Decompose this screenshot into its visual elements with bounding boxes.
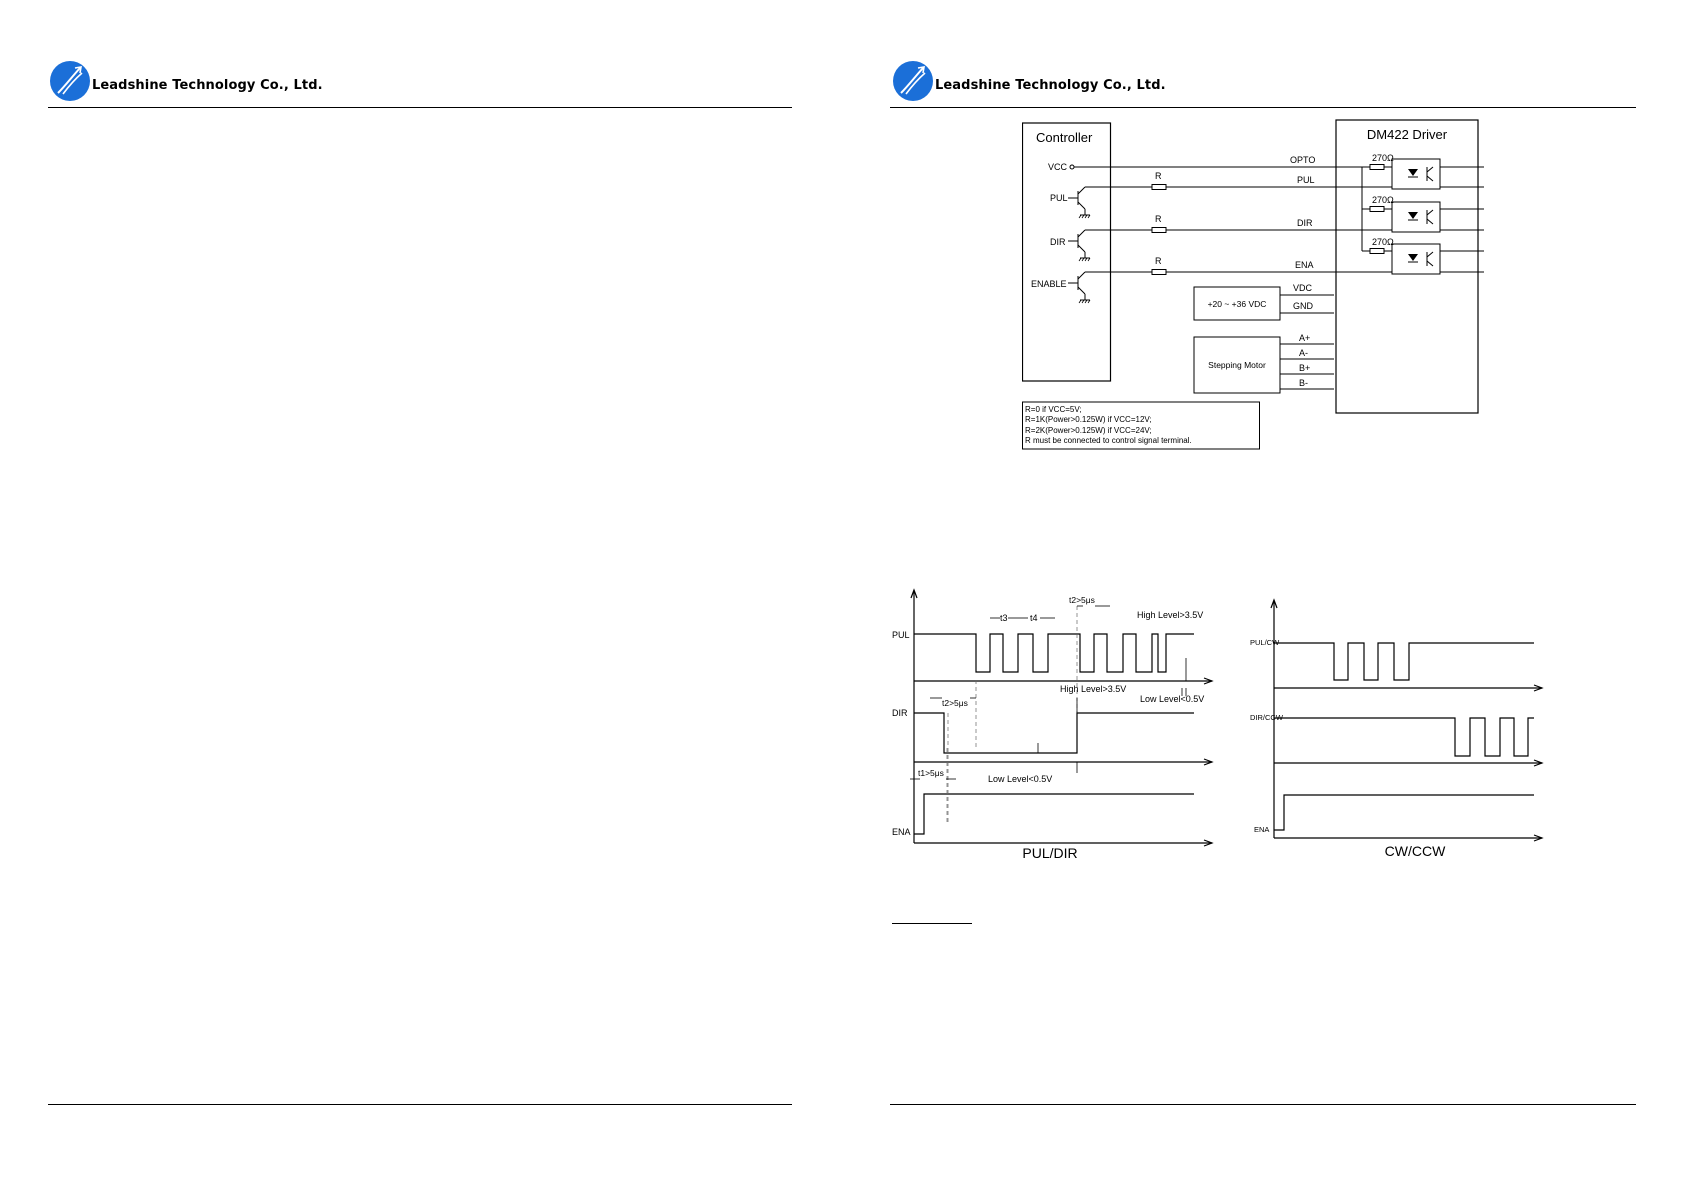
company-name: Leadshine Technology Co., Ltd. bbox=[935, 78, 1166, 93]
puldir-caption: PUL/DIR bbox=[1022, 845, 1077, 861]
b-plus-label: B+ bbox=[1299, 363, 1310, 373]
low-level-label-1: Low Level<0.5V bbox=[1140, 694, 1204, 704]
header-rule bbox=[890, 107, 1636, 108]
gnd-label: GND bbox=[1293, 301, 1314, 311]
t3-label: t3 bbox=[1000, 613, 1008, 623]
cwccw-caption: CW/CCW bbox=[1385, 843, 1446, 859]
dir-in-label: DIR bbox=[1297, 218, 1313, 228]
t1-label: t1>5μs bbox=[918, 768, 944, 778]
note-line-1: R=0 if VCC=5V; bbox=[1025, 405, 1082, 414]
t2-label-top: t2>5μs bbox=[1069, 595, 1095, 605]
power-supply-box bbox=[1193, 286, 1281, 321]
resistor-270-3: 270Ω bbox=[1372, 237, 1394, 247]
right-page: Leadshine Technology Co., Ltd. Controlle… bbox=[842, 0, 1685, 1191]
pul-label: PUL bbox=[1050, 193, 1068, 203]
motor-label: Stepping Motor bbox=[1208, 360, 1266, 370]
resistor-ena-label: R bbox=[1155, 256, 1162, 266]
resistor-270-2: 270Ω bbox=[1372, 195, 1394, 205]
dir-label: DIR bbox=[1050, 237, 1066, 247]
resistor-dir-label: R bbox=[1155, 214, 1162, 224]
t2-label-dir: t2>5μs bbox=[942, 698, 968, 708]
puldir-ena-label: ENA bbox=[892, 827, 911, 837]
opto-label: OPTO bbox=[1290, 155, 1315, 165]
driver-title: DM422 Driver bbox=[1367, 127, 1448, 142]
resistor-270-1: 270Ω bbox=[1372, 153, 1394, 163]
section-underline bbox=[892, 923, 972, 924]
resistor-pul-label: R bbox=[1155, 171, 1162, 181]
timing-diagram-cwccw: PUL/CW DIR/CCW ENA CW/CCW bbox=[1250, 598, 1544, 859]
leadshine-logo-icon bbox=[893, 61, 933, 101]
notes-box bbox=[1022, 401, 1260, 450]
note-line-2: R=1K(Power>0.125W) if VCC=12V; bbox=[1025, 415, 1152, 424]
enable-label: ENABLE bbox=[1031, 279, 1067, 289]
power-supply-label: +20 ~ +36 VDC bbox=[1208, 299, 1267, 309]
footer-rule bbox=[48, 1104, 792, 1105]
puldir-pul-label: PUL bbox=[892, 630, 910, 640]
cwccw-ena-label: ENA bbox=[1254, 825, 1269, 834]
driver-diagram: DM422 Driver bbox=[1334, 119, 1484, 414]
a-plus-label: A+ bbox=[1299, 333, 1310, 343]
leadshine-logo-icon bbox=[50, 61, 90, 101]
driver-box bbox=[1335, 119, 1479, 414]
pul-in-label: PUL bbox=[1297, 175, 1315, 185]
vcc-label: VCC bbox=[1048, 162, 1068, 172]
timing-diagram-puldir: PUL DIR ENA t3 t4 t2>5μs t2>5μs t1>5μs H… bbox=[892, 588, 1214, 861]
high-level-label-2: High Level>3.5V bbox=[1060, 684, 1126, 694]
company-name: Leadshine Technology Co., Ltd. bbox=[92, 78, 323, 93]
footer-rule bbox=[890, 1104, 1636, 1105]
stepping-motor-box bbox=[1193, 336, 1281, 394]
t4-label: t4 bbox=[1030, 613, 1038, 623]
puldir-dir-label: DIR bbox=[892, 708, 908, 718]
cwccw-pul-label: PUL/CW bbox=[1250, 638, 1280, 647]
vdc-label: VDC bbox=[1293, 283, 1313, 293]
low-level-label-2: Low Level<0.5V bbox=[988, 774, 1052, 784]
ena-in-label: ENA bbox=[1295, 260, 1314, 270]
cwccw-dir-label: DIR/CCW bbox=[1250, 713, 1284, 722]
header-rule bbox=[48, 107, 792, 108]
a-minus-label: A- bbox=[1299, 348, 1308, 358]
controller-title: Controller bbox=[1036, 130, 1093, 145]
note-line-3: R=2K(Power>0.125W) if VCC=24V; bbox=[1025, 426, 1152, 435]
b-minus-label: B- bbox=[1299, 378, 1308, 388]
left-page: Leadshine Technology Co., Ltd. bbox=[0, 0, 842, 1191]
high-level-label-1: High Level>3.5V bbox=[1137, 610, 1203, 620]
controller-box bbox=[1022, 122, 1112, 382]
note-line-4: R must be connected to control signal te… bbox=[1025, 436, 1192, 445]
wiring-diagram: Controller VCC PUL DIR ENABLE bbox=[1022, 122, 1334, 450]
